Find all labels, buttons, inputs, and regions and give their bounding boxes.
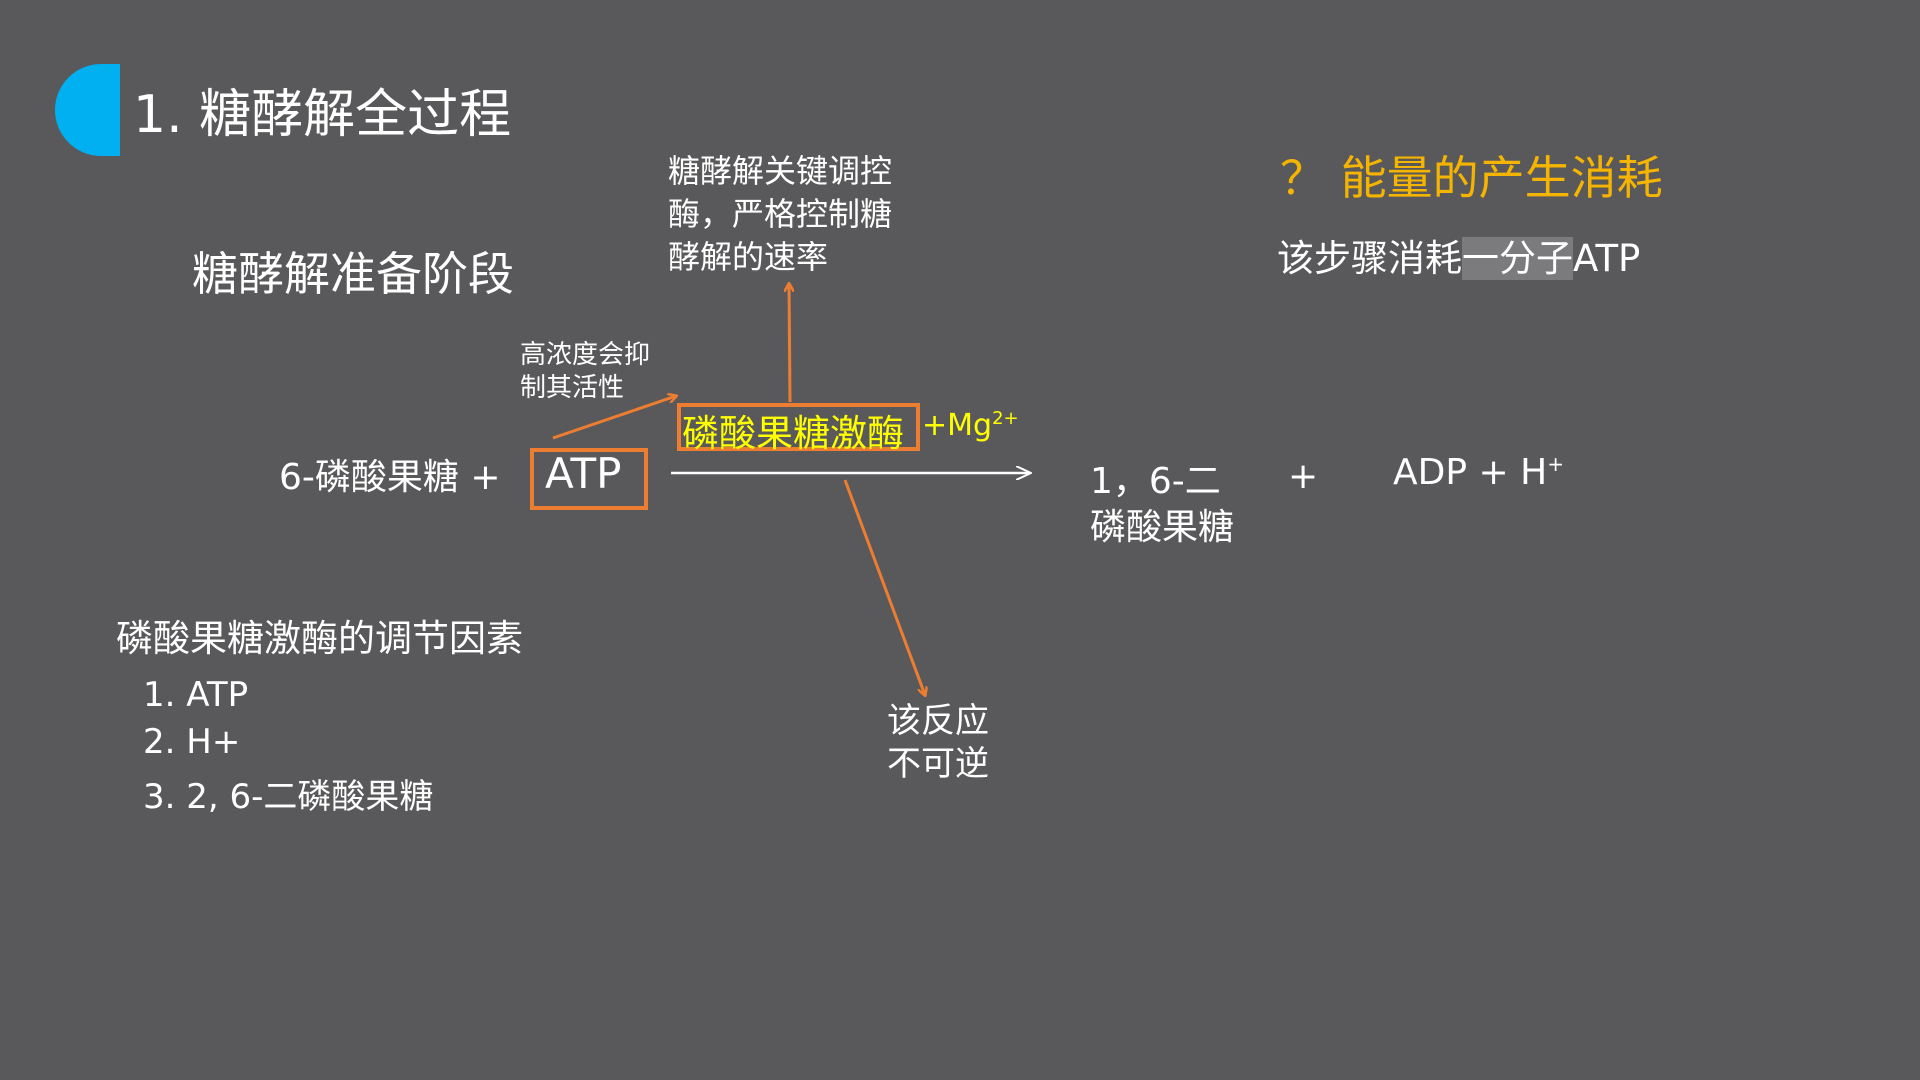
- note-line: 酵解的速率: [668, 238, 829, 276]
- atp-inhibition-arrow: [552, 396, 676, 440]
- irreversible-arrow: [843, 479, 925, 695]
- cofactor-label: +Mg2+: [922, 408, 1019, 443]
- substrate-label: 6-磷酸果糖 +: [279, 457, 501, 498]
- consumption-suffix: ATP: [1573, 237, 1641, 280]
- note-line: 不可逆: [887, 744, 989, 784]
- title-bullet-shape: [55, 64, 120, 156]
- product-line1: 1，6-二: [1090, 461, 1221, 502]
- regulation-item: 3. 2, 6-二磷酸果糖: [143, 777, 434, 817]
- note-line: 高浓度会抑: [520, 340, 651, 370]
- cofactor-charge: 2+: [992, 408, 1019, 429]
- atp-label: ATP: [545, 449, 622, 498]
- enzyme-box: [677, 403, 920, 451]
- slide-title: 1. 糖酵解全过程: [133, 85, 512, 145]
- stage-heading: 糖酵解准备阶段: [192, 247, 514, 301]
- question-heading: ？ 能量的产生消耗: [1280, 151, 1663, 205]
- consumption-text: 该步骤消耗一分子ATP: [1277, 228, 1640, 282]
- consumption-prefix: 该步骤消耗: [1277, 237, 1462, 280]
- inhibition-note: 高浓度会抑 制其活性: [520, 339, 650, 405]
- product-line2: 磷酸果糖: [1090, 507, 1235, 548]
- key-enzyme-note: 糖酵解关键调控 酶，严格控制糖 酵解的速率: [668, 150, 892, 279]
- regulation-heading: 磷酸果糖激酶的调节因素: [116, 617, 523, 660]
- irreversible-note: 该反应 不可逆: [887, 700, 989, 786]
- note-line: 制其活性: [520, 373, 625, 403]
- enzyme-label: 磷酸果糖激酶: [682, 412, 904, 455]
- regulation-item: 2. H+: [143, 722, 241, 762]
- note-line: 该反应: [887, 701, 989, 741]
- cofactor-text: +Mg: [922, 408, 993, 443]
- byproduct-charge: +: [1547, 452, 1564, 476]
- byproduct-text: ADP + H: [1393, 452, 1548, 493]
- note-line: 糖酵解关键调控: [668, 152, 893, 190]
- plus-sign: +: [1288, 456, 1319, 497]
- enzyme-to-note-arrow: [789, 284, 790, 403]
- regulation-item: 1. ATP: [143, 675, 249, 715]
- atp-box: [530, 448, 648, 510]
- note-line: 酶，严格控制糖: [668, 195, 893, 233]
- byproduct-label: ADP + H+: [1393, 452, 1564, 493]
- consumption-highlight: 一分子: [1462, 237, 1573, 280]
